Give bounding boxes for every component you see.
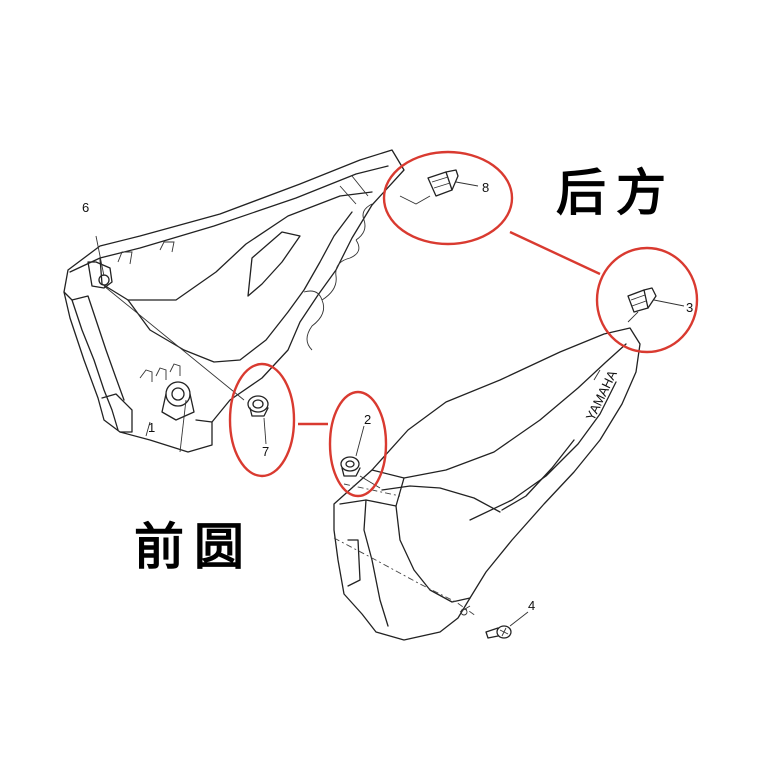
right-side-cover: YAMAHA (333, 327, 641, 641)
highlight-connector-rear (509, 230, 601, 276)
part-number-4: 4 (528, 598, 535, 613)
highlight-circle-rear-8 (382, 150, 514, 246)
highlight-circle-front-7 (228, 362, 296, 478)
highlight-annotations (228, 150, 699, 498)
brand-mark: YAMAHA (583, 368, 620, 423)
front-label: 前圆 (134, 518, 254, 576)
part-number-2: 2 (364, 412, 371, 427)
part-number-7: 7 (262, 444, 269, 459)
front-grommet-2 (340, 425, 381, 489)
part-number-3: 3 (686, 300, 693, 315)
screw-4 (485, 611, 529, 639)
rear-label: 后方 (556, 164, 676, 222)
front-grommet-7 (247, 395, 269, 445)
rear-grommet-3 (627, 287, 685, 323)
left-side-cover (63, 149, 405, 453)
part-number-1: 1 (148, 420, 155, 435)
part-number-6: 6 (82, 200, 89, 215)
part-number-8: 8 (482, 180, 489, 195)
highlight-circle-front-2 (328, 390, 388, 498)
rear-grommet-8 (399, 169, 479, 205)
highlight-circle-rear-3 (595, 246, 699, 354)
